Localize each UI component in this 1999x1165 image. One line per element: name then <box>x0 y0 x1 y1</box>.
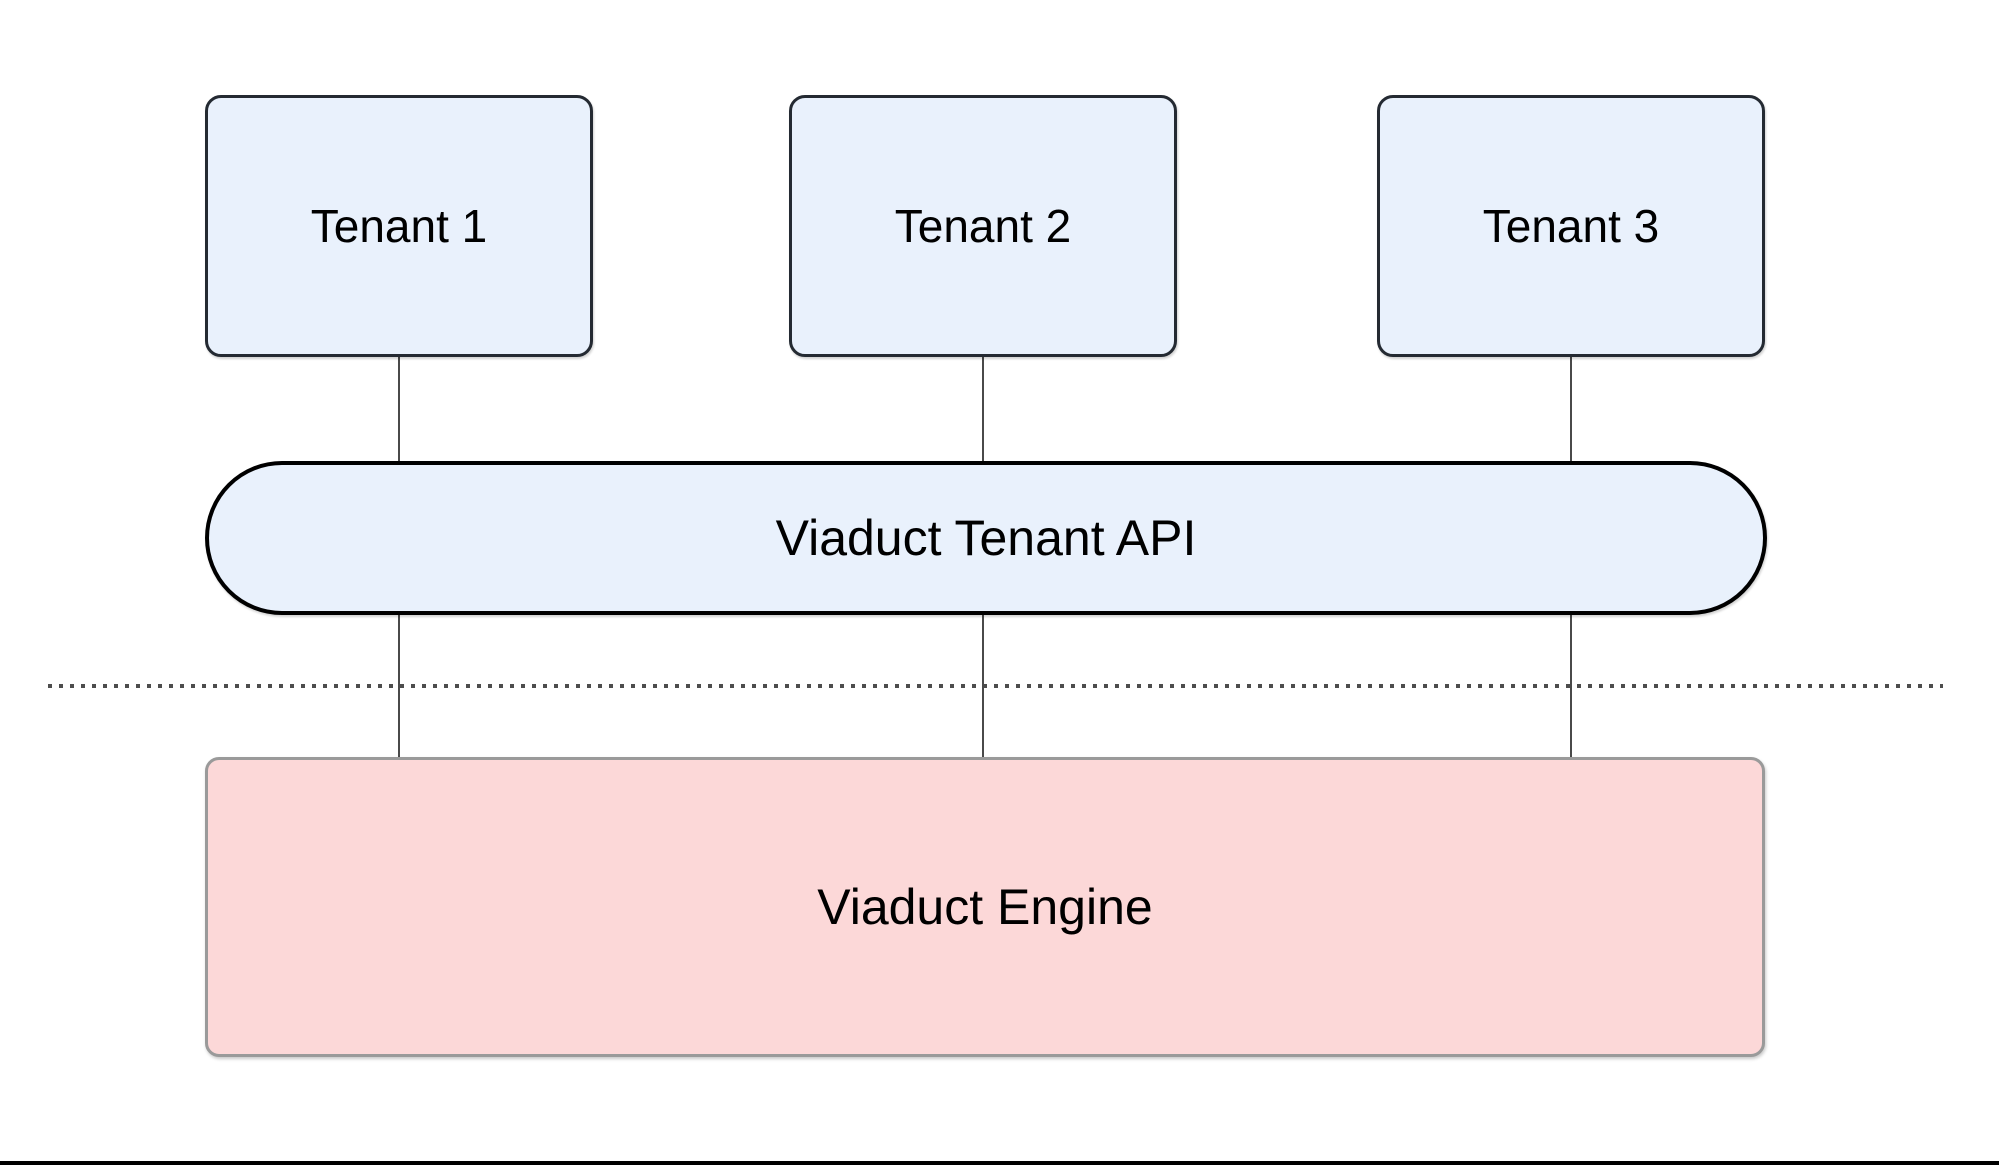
tenant-3-label: Tenant 3 <box>1482 200 1660 252</box>
tenant-1-node: Tenant 1 <box>205 95 593 357</box>
viaduct-engine-label: Viaduct Engine <box>817 879 1153 935</box>
tenant-engine-boundary-dotted-line <box>48 684 1943 688</box>
tenant-2-node: Tenant 2 <box>789 95 1177 357</box>
tenant-3-node: Tenant 3 <box>1377 95 1765 357</box>
tenant-2-label: Tenant 2 <box>894 200 1072 252</box>
viaduct-tenant-api-node: Viaduct Tenant API <box>205 461 1767 615</box>
bottom-border-line <box>0 1161 1999 1165</box>
viaduct-tenant-api-label: Viaduct Tenant API <box>775 510 1197 566</box>
viaduct-engine-node: Viaduct Engine <box>205 757 1765 1057</box>
tenant-1-label: Tenant 1 <box>310 200 488 252</box>
